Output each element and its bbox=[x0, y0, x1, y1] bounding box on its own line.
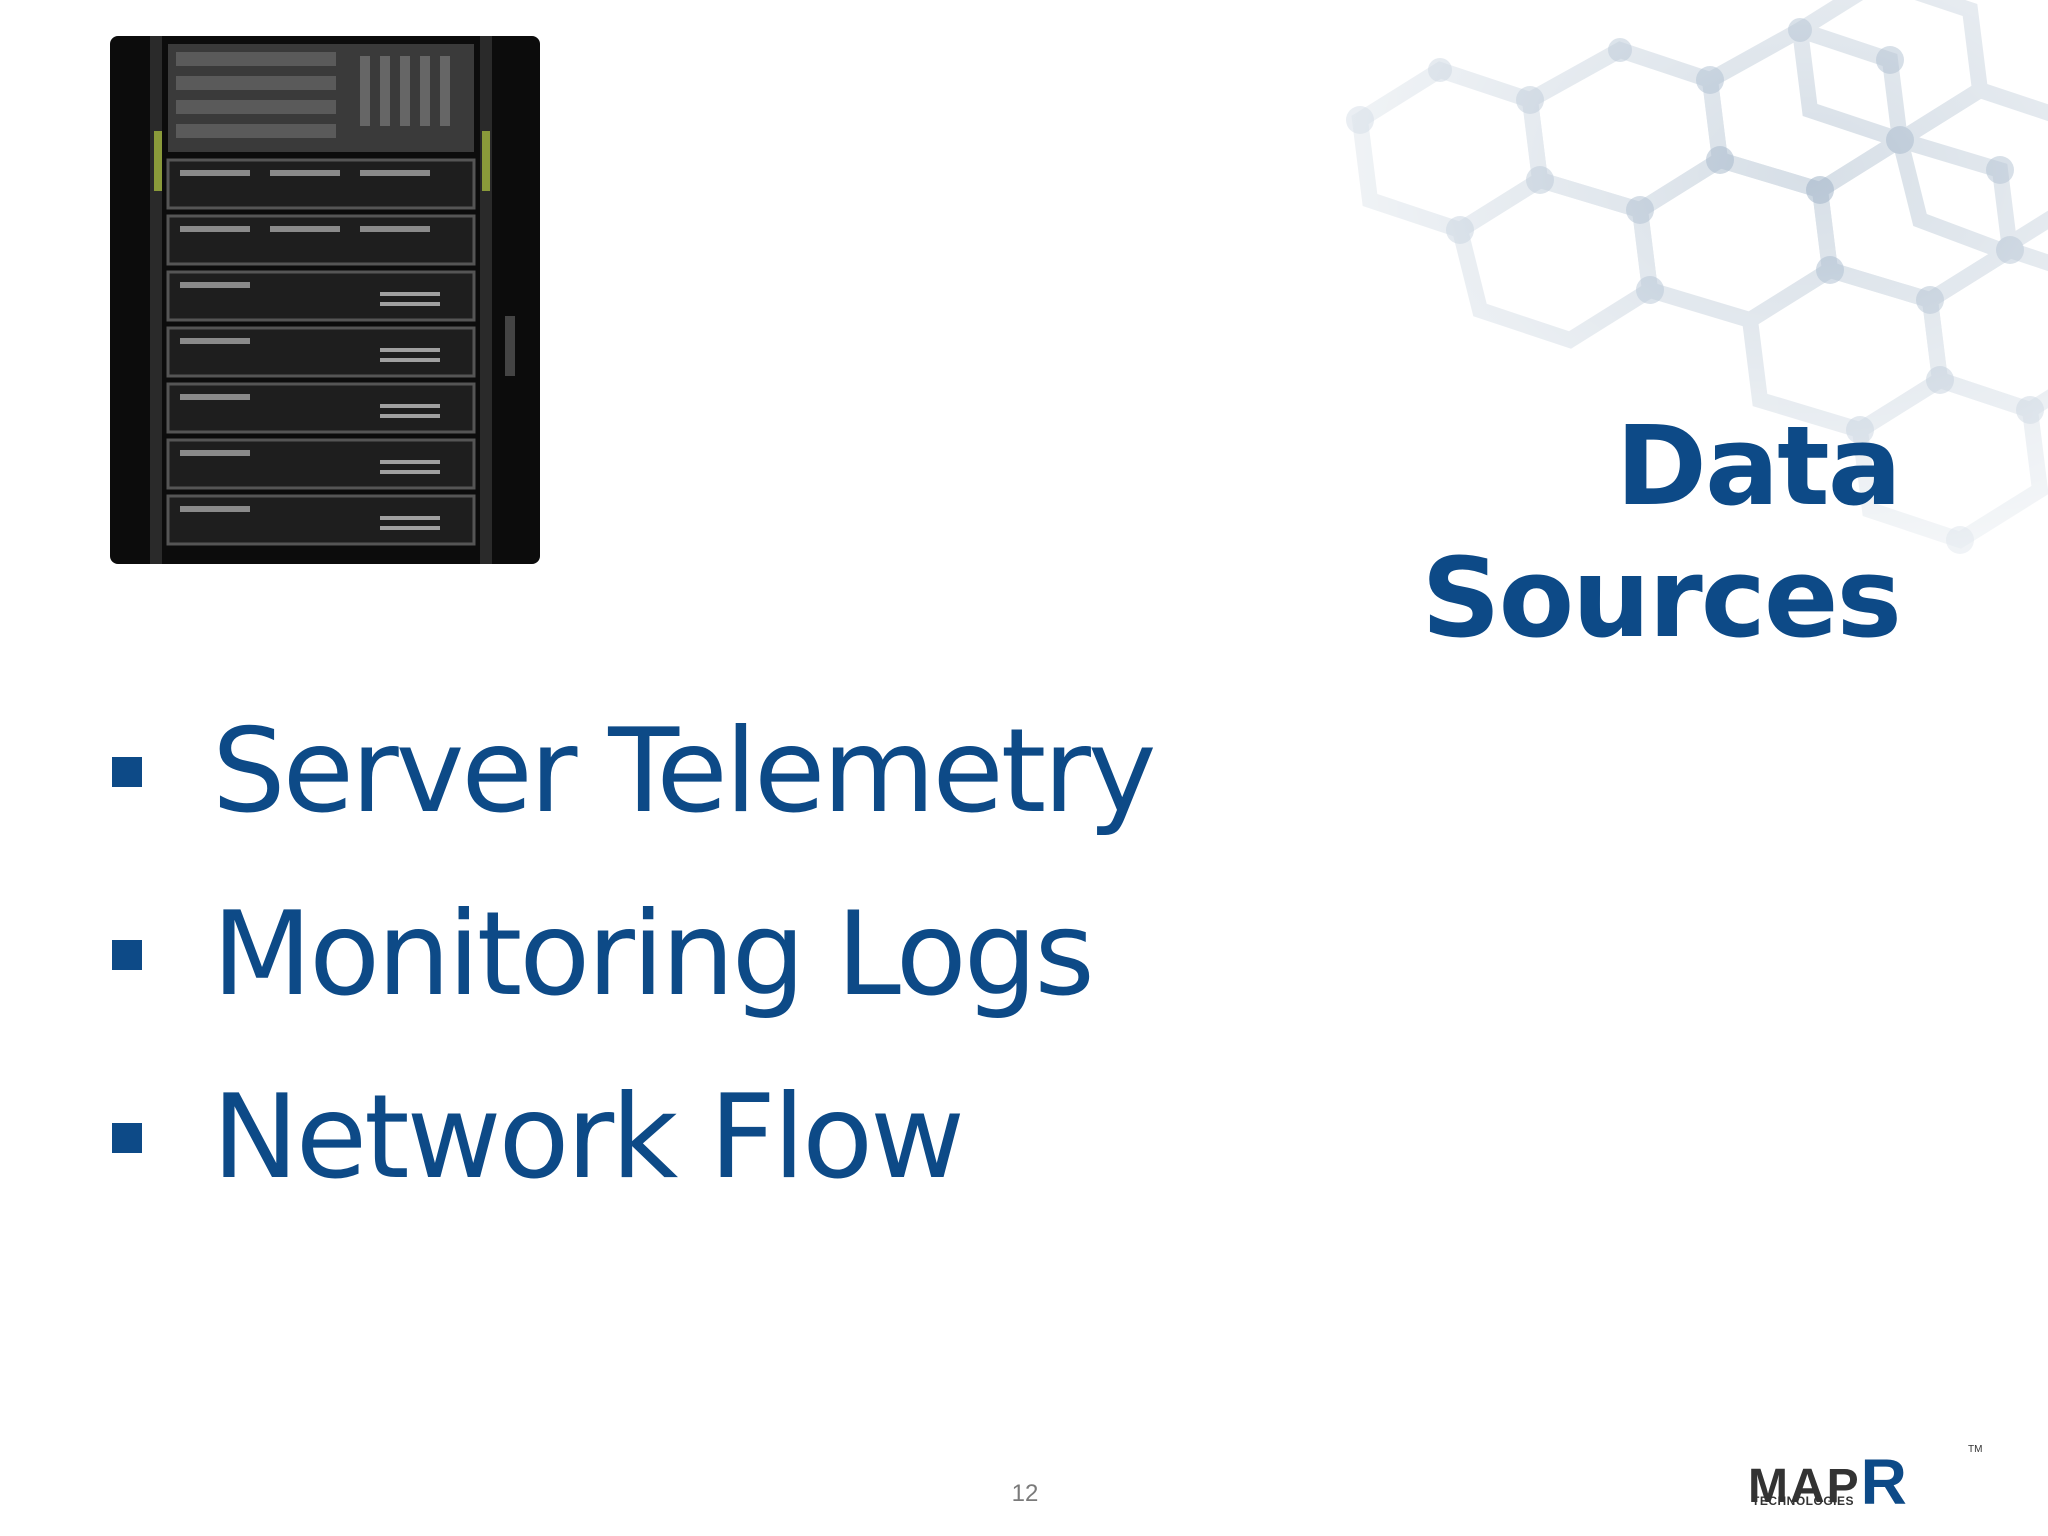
bullet-list: Server Telemetry Monitoring Logs Network… bbox=[112, 680, 1157, 1229]
bullet-item-network-flow: Network Flow bbox=[112, 1046, 1154, 1229]
bullet-text: Network Flow bbox=[212, 1070, 965, 1205]
bullet-item-server-telemetry: Server Telemetry bbox=[112, 680, 1157, 863]
square-bullet-icon bbox=[112, 756, 142, 787]
server-rack-image bbox=[110, 36, 540, 564]
bullet-text: Monitoring Logs bbox=[212, 887, 1095, 1022]
logo-wordmark: MAPR bbox=[1748, 1448, 1909, 1514]
square-bullet-icon bbox=[112, 1122, 142, 1153]
molecule-background-graphic bbox=[1240, 0, 2048, 580]
square-bullet-icon bbox=[112, 939, 142, 970]
page-number: 12 bbox=[1011, 1480, 1039, 1507]
bullet-text: Server Telemetry bbox=[212, 704, 1157, 839]
slide-title: Data Sources bbox=[1421, 402, 1902, 662]
logo-trademark: TM bbox=[1968, 1444, 1983, 1455]
logo-subtitle: TECHNOLOGIES bbox=[1752, 1494, 1855, 1508]
bullet-item-monitoring-logs: Monitoring Logs bbox=[112, 863, 1154, 1046]
mapr-logo: MAPR TM TECHNOLOGIES bbox=[1748, 1444, 1982, 1514]
logo-main-text: MAP bbox=[1748, 1460, 1861, 1513]
logo-accent-text: R bbox=[1860, 1446, 1909, 1518]
